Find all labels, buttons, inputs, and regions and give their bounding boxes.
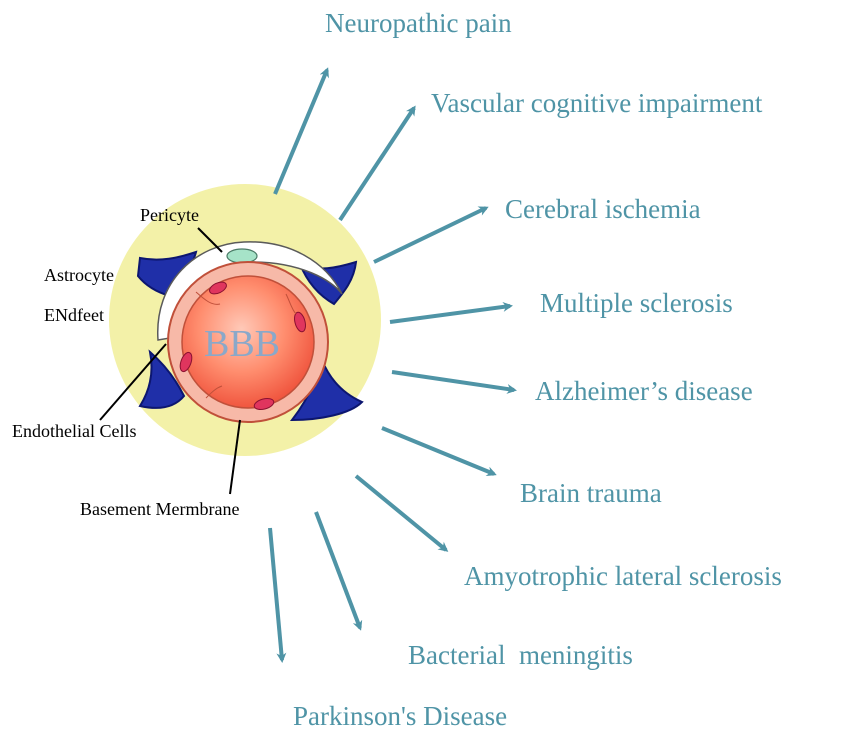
disease-bacterial-meningitis: Bacterial meningitis <box>408 640 633 670</box>
astrocyte-endfoot-bottom-left <box>138 349 186 409</box>
disease-multiple-sclerosis: Multiple sclerosis <box>540 288 733 318</box>
endothelial-cells-label: Endothelial Cells <box>12 421 137 441</box>
disease-brain-trauma: Brain trauma <box>520 478 662 508</box>
disease-cerebral-ischemia: Cerebral ischemia <box>505 194 701 224</box>
astrocyte-label: Astrocyte <box>44 265 114 285</box>
endothelial-nucleus <box>179 351 193 373</box>
arrow-vascular-cognitive-impairment <box>338 105 416 222</box>
arrow-brain-trauma <box>381 426 497 476</box>
pericyte-nucleus <box>226 248 258 264</box>
pericyte-label: Pericyte <box>140 205 199 225</box>
arrow-parkinsons-disease <box>268 527 287 663</box>
endothelial-nucleus <box>294 311 306 333</box>
disease-vascular-cognitive-impairment: Vascular cognitive impairment <box>431 88 763 118</box>
endothelial-nucleus <box>253 398 275 410</box>
vessel-lumen <box>181 275 315 409</box>
disease-parkinsons-disease: Parkinson's Disease <box>293 701 508 731</box>
disease-amyotrophic-lateral-sclerosis: Amyotrophic lateral sclerosis <box>464 561 782 591</box>
endothelial-nucleus <box>209 281 227 295</box>
arrow-cerebral-ischemia <box>373 206 489 264</box>
arrow-multiple-sclerosis <box>389 301 513 324</box>
disease-neuropathic-pain: Neuropathic pain <box>325 8 512 38</box>
bbb-label: BBB <box>204 323 280 365</box>
basement-leader-line <box>229 419 241 495</box>
arrow-amyotrophic-lateral-sclerosis <box>354 474 449 552</box>
arrow-alzheimers-disease <box>391 370 517 394</box>
arrow-neuropathic-pain <box>273 67 329 195</box>
endothelial-leader-line <box>99 343 167 421</box>
cell-junction <box>195 291 221 305</box>
pericyte-leader-line <box>197 227 223 253</box>
endfeet-label: ENdfeet <box>44 305 104 325</box>
arrow-bacterial-meningitis <box>314 511 363 631</box>
cell-junction <box>285 293 297 315</box>
cell-junction <box>205 385 223 399</box>
disease-alzheimers-disease: Alzheimer’s disease <box>535 376 753 406</box>
basement-membrane-label: Basement Mermbrane <box>80 499 240 519</box>
